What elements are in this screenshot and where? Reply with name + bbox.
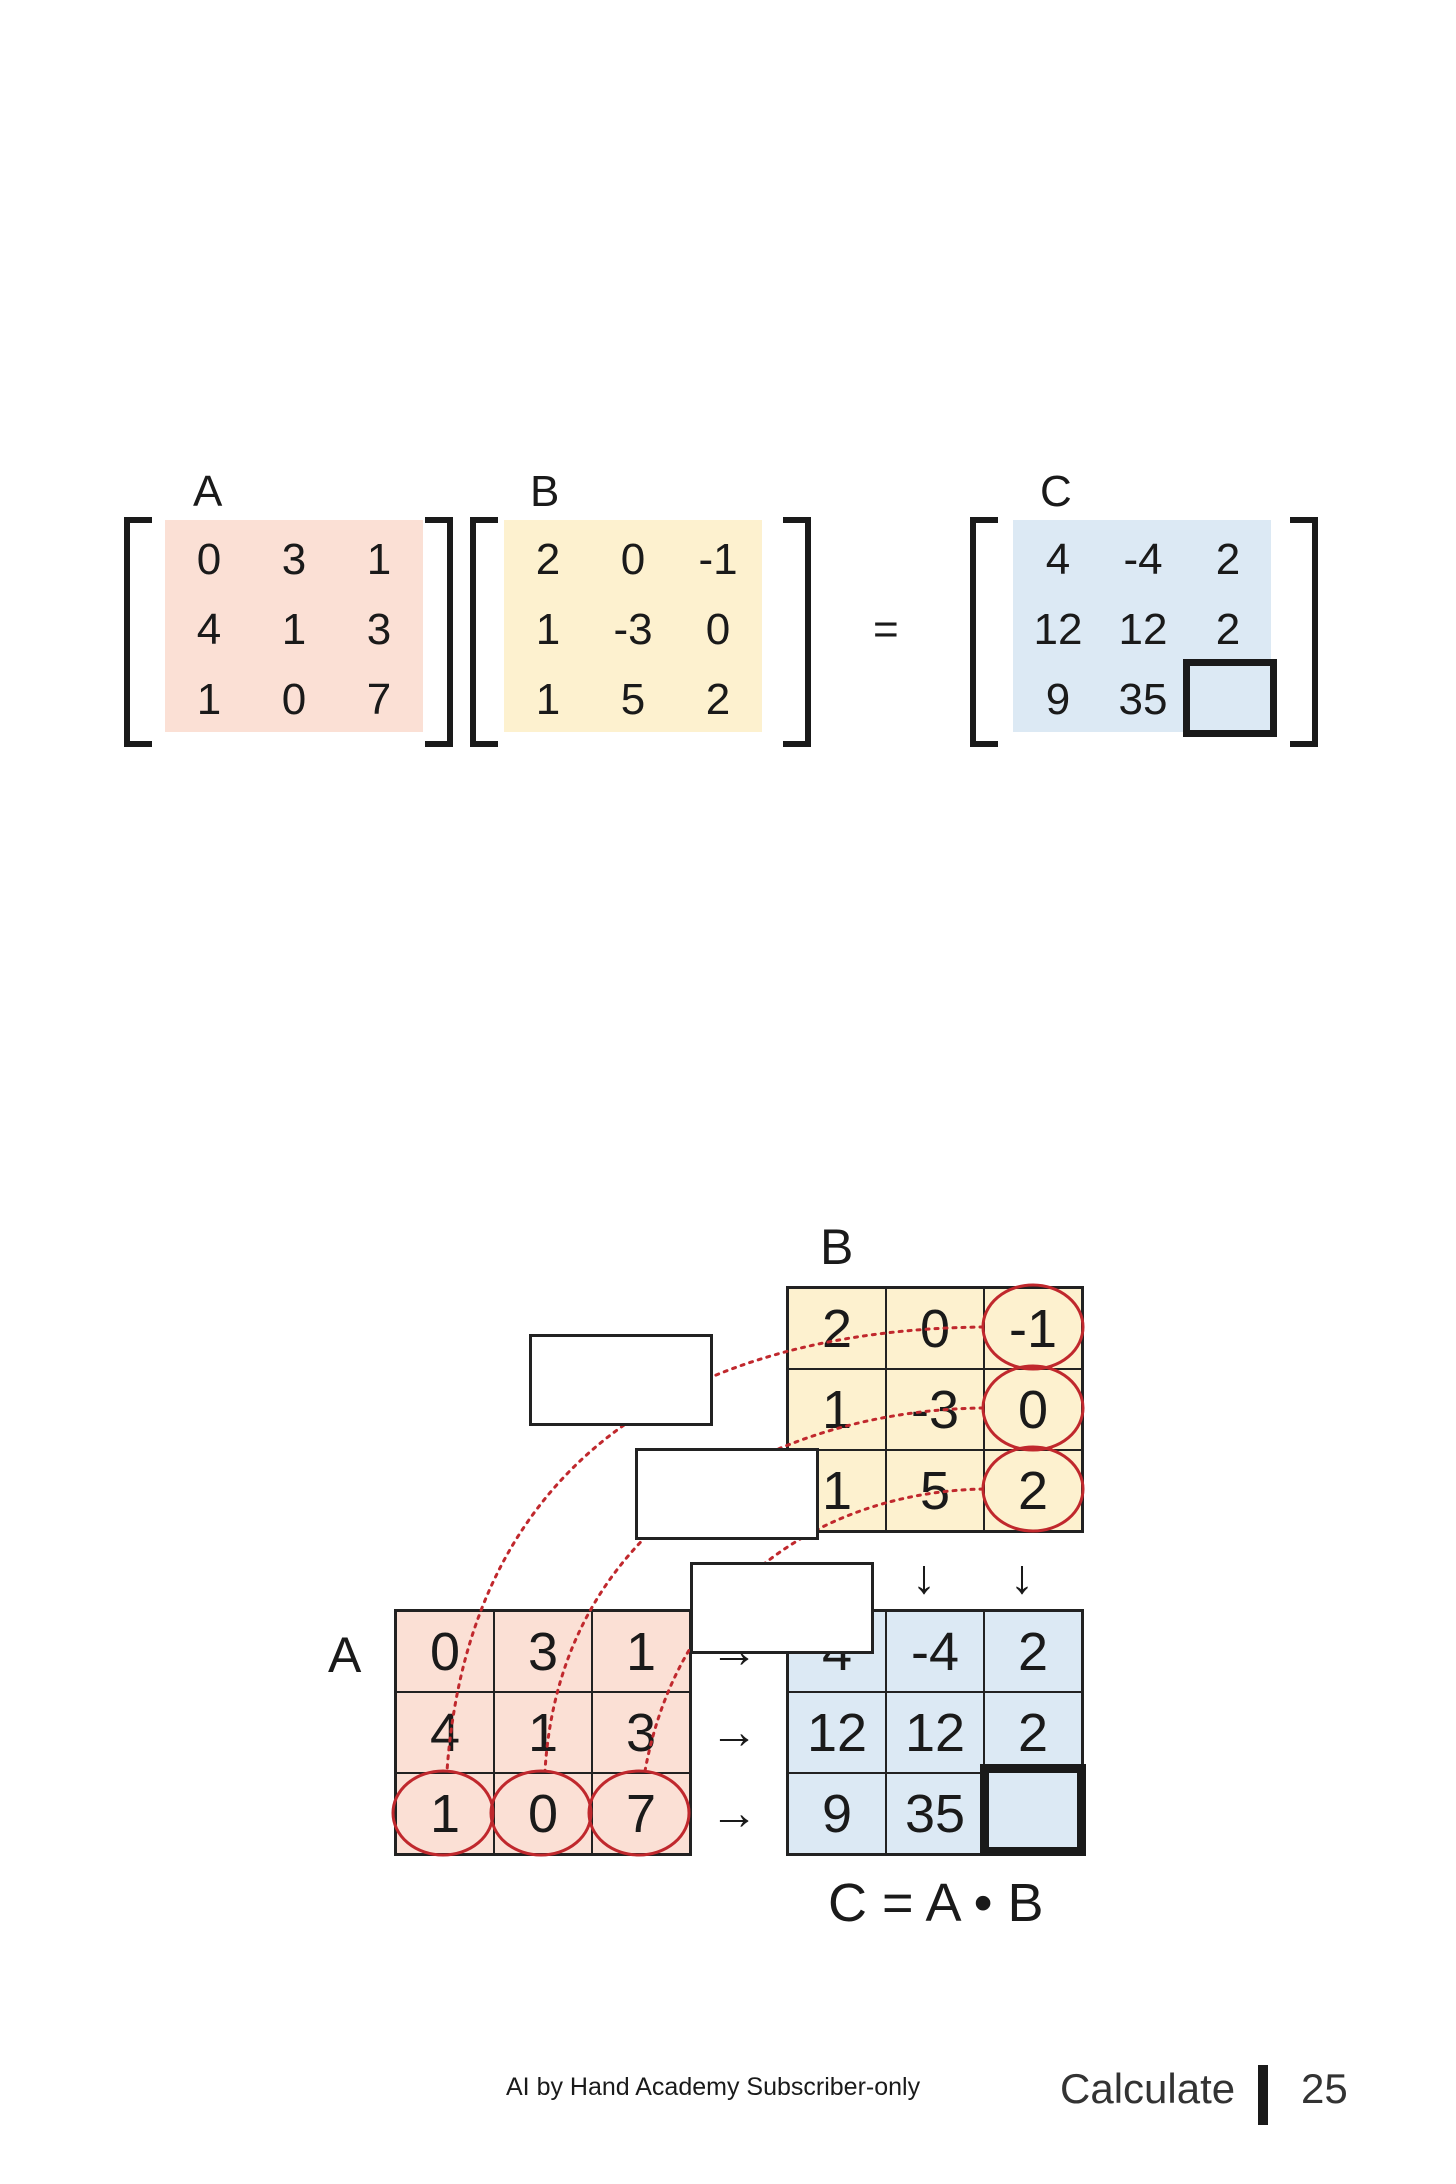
blank-product-box[interactable]	[690, 1562, 874, 1654]
matrix-b-cell: -3	[613, 605, 653, 654]
grid-a-cell: 1	[396, 1773, 494, 1854]
matrix-a-cell: 3	[281, 535, 307, 584]
grid-a-cell: 3	[592, 1692, 690, 1773]
down-arrow-icon: ↓	[1010, 1551, 1034, 1604]
matrix-b-right-bracket	[783, 517, 811, 747]
matrix-c-cell: 35	[1118, 675, 1168, 724]
matrix-a-cell: 7	[366, 675, 392, 724]
matrix-c-cell: 2	[1215, 605, 1241, 654]
matrix-c-right-bracket	[1290, 517, 1318, 747]
grid-a-cell: 3	[494, 1611, 592, 1692]
matrix-c-cell: -4	[1123, 535, 1163, 584]
matrix-a-cell: 1	[281, 605, 307, 654]
matrix-b-cell: 2	[535, 535, 561, 584]
grid-b-cell: 0	[984, 1369, 1082, 1450]
grid-b: 2 0 -1 1 -3 0 1 5 2	[786, 1286, 1084, 1533]
grid-c-cell: 2	[984, 1692, 1082, 1773]
matrix-a-cell: 1	[366, 535, 392, 584]
matrix-a-label: A	[193, 467, 223, 516]
right-arrow-icon: →	[710, 1787, 758, 1840]
grid-c-cell: 35	[886, 1773, 984, 1854]
matrix-b-cell: 0	[620, 535, 646, 584]
matrix-b-cell: 0	[705, 605, 731, 654]
grid-a-cell: 0	[494, 1773, 592, 1854]
grid-a-label: A	[328, 1627, 362, 1683]
answer-box-top[interactable]	[1183, 659, 1277, 737]
matrix-c-shading	[1013, 520, 1271, 732]
matrix-b-cell: 2	[705, 675, 731, 724]
subscriber-note: AI by Hand Academy Subscriber-only	[506, 2073, 921, 2101]
grid-b-cell: -3	[886, 1369, 984, 1450]
grid-a-cell: 7	[592, 1773, 690, 1854]
footer-divider	[1258, 2065, 1268, 2125]
matrix-a-shading	[165, 520, 423, 732]
grid-b-cell: 5	[886, 1450, 984, 1531]
matrix-b-cell: 5	[620, 675, 646, 724]
grid-c-cell: 9	[788, 1773, 886, 1854]
section-title: Calculate	[1060, 2065, 1236, 2112]
matrix-a-cell: 1	[196, 675, 222, 724]
matrix-c-cell: 9	[1045, 675, 1071, 724]
grid-c-cell: 12	[788, 1692, 886, 1773]
grid-b-cell: 1	[788, 1369, 886, 1450]
answer-box-bottom[interactable]	[980, 1764, 1086, 1856]
matrix-b-shading	[504, 520, 762, 732]
matrix-c-cell: 12	[1118, 605, 1168, 654]
matrix-b-cell: 1	[535, 675, 561, 724]
grid-b-cell: 2	[984, 1450, 1082, 1531]
matrix-b-cell: -1	[698, 535, 738, 584]
matrix-c-cell: 2	[1215, 535, 1241, 584]
matrix-c-cell: 4	[1045, 535, 1071, 584]
matrix-a-cell: 0	[281, 675, 307, 724]
matrix-c-cell: 12	[1033, 605, 1083, 654]
matrix-a-cell: 3	[366, 605, 392, 654]
formula-label: C = A • B	[828, 1873, 1044, 1933]
matrix-a-cell: 4	[196, 605, 222, 654]
matrix-c-label: C	[1040, 467, 1072, 516]
matrix-c-left-bracket	[970, 517, 998, 747]
grid-c-cell: 12	[886, 1692, 984, 1773]
grid-a: 0 3 1 4 1 3 1 0 7	[394, 1609, 692, 1856]
blank-product-box[interactable]	[635, 1448, 819, 1540]
right-arrow-icon: →	[710, 1706, 758, 1759]
grid-b-cell: 0	[886, 1288, 984, 1369]
grid-c-cell: -4	[886, 1611, 984, 1692]
matrix-b-label: B	[530, 467, 560, 516]
equals-sign: =	[873, 605, 899, 654]
matrix-b-cell: 1	[535, 605, 561, 654]
page-number: 25	[1301, 2065, 1348, 2112]
blank-product-box[interactable]	[529, 1334, 713, 1426]
grid-b-cell: -1	[984, 1288, 1082, 1369]
matrix-a-cell: 0	[196, 535, 222, 584]
grid-a-cell: 1	[494, 1692, 592, 1773]
matrix-a-left-bracket	[124, 517, 152, 747]
grid-a-cell: 1	[592, 1611, 690, 1692]
matrix-b-left-bracket	[470, 517, 498, 747]
grid-b-label: B	[820, 1219, 854, 1275]
grid-a-cell: 0	[396, 1611, 494, 1692]
grid-c-cell: 2	[984, 1611, 1082, 1692]
grid-b-cell: 2	[788, 1288, 886, 1369]
grid-a-cell: 4	[396, 1692, 494, 1773]
matrix-a-right-bracket	[425, 517, 453, 747]
down-arrow-icon: ↓	[912, 1551, 936, 1604]
